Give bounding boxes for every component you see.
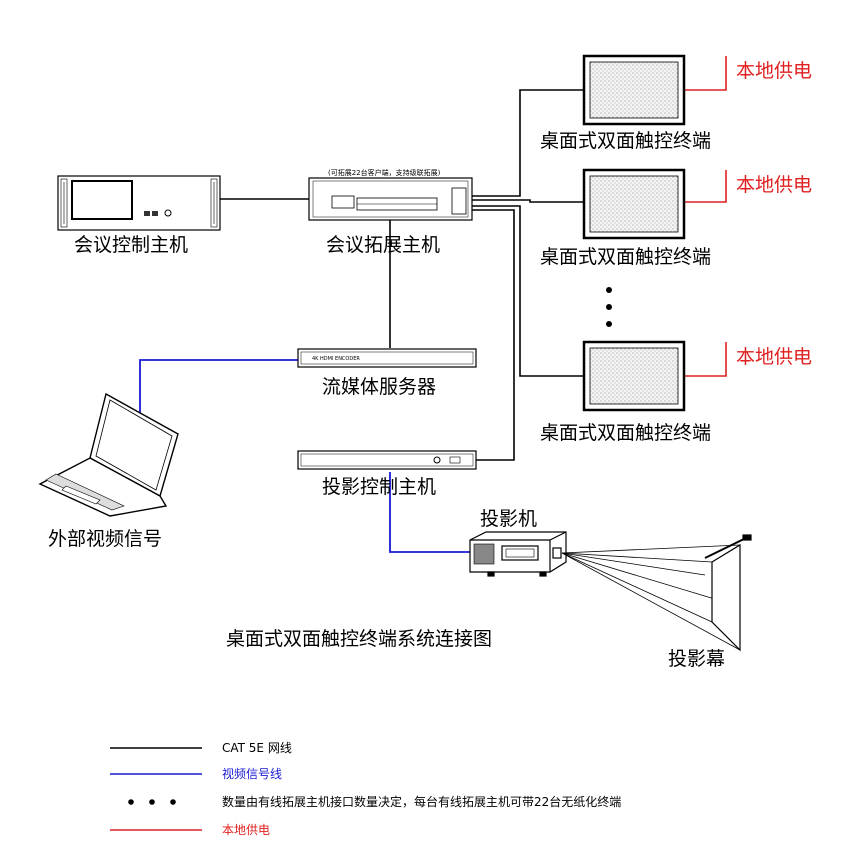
power-label: 本地供电 bbox=[736, 346, 813, 368]
power-label: 本地供电 bbox=[736, 174, 813, 196]
terminal-label: 桌面式双面触控终端 bbox=[540, 422, 712, 444]
streaming-server-device bbox=[297, 348, 477, 368]
power-lines bbox=[684, 56, 727, 377]
laptop-icon bbox=[38, 392, 179, 517]
terminal-screen-3 bbox=[582, 340, 686, 412]
projector-control-device bbox=[297, 450, 477, 470]
legend-symbols bbox=[110, 747, 202, 831]
legend-video-text: 视频信号线 bbox=[222, 767, 283, 781]
screen-label: 投影幕 bbox=[668, 648, 726, 670]
terminal-label: 桌面式双面触控终端 bbox=[540, 130, 712, 152]
expansion-host-device bbox=[308, 177, 473, 221]
projector-control-label: 投影控制主机 bbox=[322, 476, 437, 498]
more-terminals-dots bbox=[606, 287, 612, 327]
legend-network-text: CAT 5E 网线 bbox=[222, 741, 292, 755]
power-label: 本地供电 bbox=[736, 60, 813, 82]
streaming-server-label: 流媒体服务器 bbox=[322, 376, 437, 398]
terminal-label: 桌面式双面触控终端 bbox=[540, 246, 712, 268]
legend-power-text: 本地供电 bbox=[222, 823, 271, 837]
terminal-screen-1 bbox=[582, 54, 686, 126]
conference-host-device bbox=[57, 175, 221, 231]
legend-dots-text: 数量由有线拓展主机接口数量决定，每台有线拓展主机可带22台无纸化终端 bbox=[222, 795, 622, 809]
network-cables bbox=[220, 89, 584, 461]
projector-label: 投影机 bbox=[480, 508, 538, 530]
conference-host-label: 会议控制主机 bbox=[74, 234, 189, 256]
laptop-label: 外部视频信号 bbox=[48, 528, 163, 550]
terminal-screen-2 bbox=[582, 168, 686, 240]
streaming-server-panel-text: 4K HDMI ENCODER bbox=[312, 356, 360, 362]
diagram-title: 桌面式双面触控终端系统连接图 bbox=[226, 628, 493, 650]
expansion-host-note: (可拓展22台客户端，支持级联拓展) bbox=[328, 169, 441, 177]
projection-screen-icon bbox=[704, 534, 752, 652]
projection-beam bbox=[561, 544, 741, 651]
projector-icon bbox=[469, 531, 567, 577]
video-cables bbox=[139, 359, 470, 553]
expansion-host-label: 会议拓展主机 bbox=[326, 234, 441, 256]
